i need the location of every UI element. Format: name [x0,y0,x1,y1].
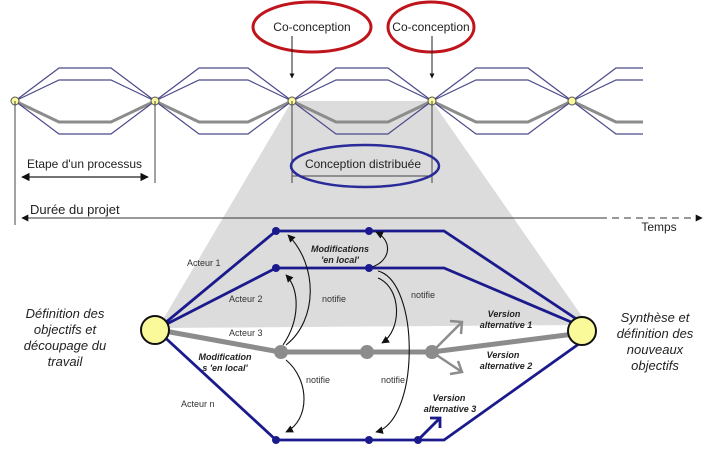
actor-2-path [158,266,591,332]
svg-text:nouveaux: nouveaux [627,342,684,357]
notifie-label: notifie [306,375,330,385]
start-node-label: Définition des objectifs et découpage du… [24,306,106,369]
version-alt-1-label: Version [488,309,521,319]
node [360,345,374,359]
version-alt-3-arrowhead [430,416,442,428]
version-alt-1-arrowhead [449,319,464,335]
svg-text:Définition des: Définition des [26,306,105,321]
conception-distribuee-label: Conception distribuée [305,157,421,171]
top-chain-blue-path [154,79,293,102]
node [365,264,373,272]
version-alt-1-label-2: alternative 1 [480,320,533,330]
notifie-curve [377,277,398,344]
coconception-label-1: Co-conception [273,20,350,34]
svg-text:objectifs: objectifs [631,358,679,373]
svg-text:Synthèse et: Synthèse et [621,310,691,325]
start-node [140,315,170,345]
svg-text:définition des: définition des [617,326,694,341]
zoom-projection-shade [158,101,588,328]
top-chain-gray-path [154,99,293,124]
version-alt-3-arrow [417,417,441,441]
end-node-label: Synthèse et définition des nouveaux obje… [617,310,694,373]
conception-distribuee-ellipse [289,143,441,189]
actor-n-label: Acteur n [181,399,215,409]
modifications-top-label: Modifications [311,244,369,254]
notification-curves [282,231,410,434]
node [365,436,373,444]
svg-text:objectifs et: objectifs et [34,322,98,337]
node [425,345,439,359]
svg-text:travail: travail [48,354,84,369]
node [414,436,422,444]
node [272,227,280,235]
etape-label: Etape d'un processus [27,157,142,171]
version-alt-3-label: Version [433,393,466,403]
actor3-nodes [274,345,439,359]
modifications-mid-label: Modification [199,352,252,362]
node [272,264,280,272]
notifie-curve [285,234,311,346]
top-chain-blue-path [431,100,573,135]
end-node [567,316,597,346]
actor-n-path [158,330,591,442]
notifie-curve [285,359,305,433]
top-chain-gray-path [14,99,156,124]
version-alt-2-label: Version [487,350,520,360]
svg-text:découpage du: découpage du [24,338,106,353]
top-chain-blue-path [431,79,573,102]
modif-curve [371,231,389,268]
top-chain-gray-path [431,99,573,124]
notifie-label: notifie [322,294,346,304]
notifie-curve [375,270,410,434]
top-chain-blue-path [291,79,433,102]
actor-1-path [158,229,591,330]
modifications-top-label-2: 'en local' [321,255,360,265]
version-alt-2-arrowhead [449,360,464,376]
top-chain-node [567,96,577,106]
top-chain-gray-path [571,99,643,124]
top-chain-blue-path [14,79,156,102]
version-alt-3-label-2: alternative 3 [424,404,477,414]
actor-3-label: Acteur 3 [229,328,263,338]
notifie-label: notifie [381,375,405,385]
actor-1-label: Acteur 1 [187,258,221,268]
actor-nodes [272,227,422,444]
node [274,345,288,359]
coconception-ellipse-1 [251,0,373,54]
coconception-label-2: Co-conception [392,20,469,34]
node [272,436,280,444]
duree-label: Durée du projet [30,202,120,217]
top-chain-blue-path [291,100,433,135]
notifie-curve [282,274,297,346]
top-chain-blue-path [571,67,643,102]
top-chain-blue-path [571,100,643,135]
actor-paths [158,229,591,442]
notifie-label: notifie [411,290,435,300]
top-chain-blue-path [14,67,156,102]
top-chain-blue-path [431,67,573,102]
top-chain-blue-path [154,100,293,135]
node [365,227,373,235]
temps-label: Temps [641,220,676,234]
actor-2-label: Acteur 2 [229,294,263,304]
top-chain-blue-path [571,79,643,102]
modifications-mid-label-2: s 'en local' [202,363,248,373]
top-chain-blue-path [291,67,433,102]
version-alt-1-arrow [431,321,463,353]
top-chain-gray-path [291,99,433,124]
top-chain-blue-path [154,67,293,102]
version-alt-2-label-2: alternative 2 [480,361,533,371]
top-process-chain [10,67,643,135]
coconception-ellipse-2 [386,0,476,54]
top-chain-blue-path [14,100,156,135]
actor-3-path [158,327,591,355]
